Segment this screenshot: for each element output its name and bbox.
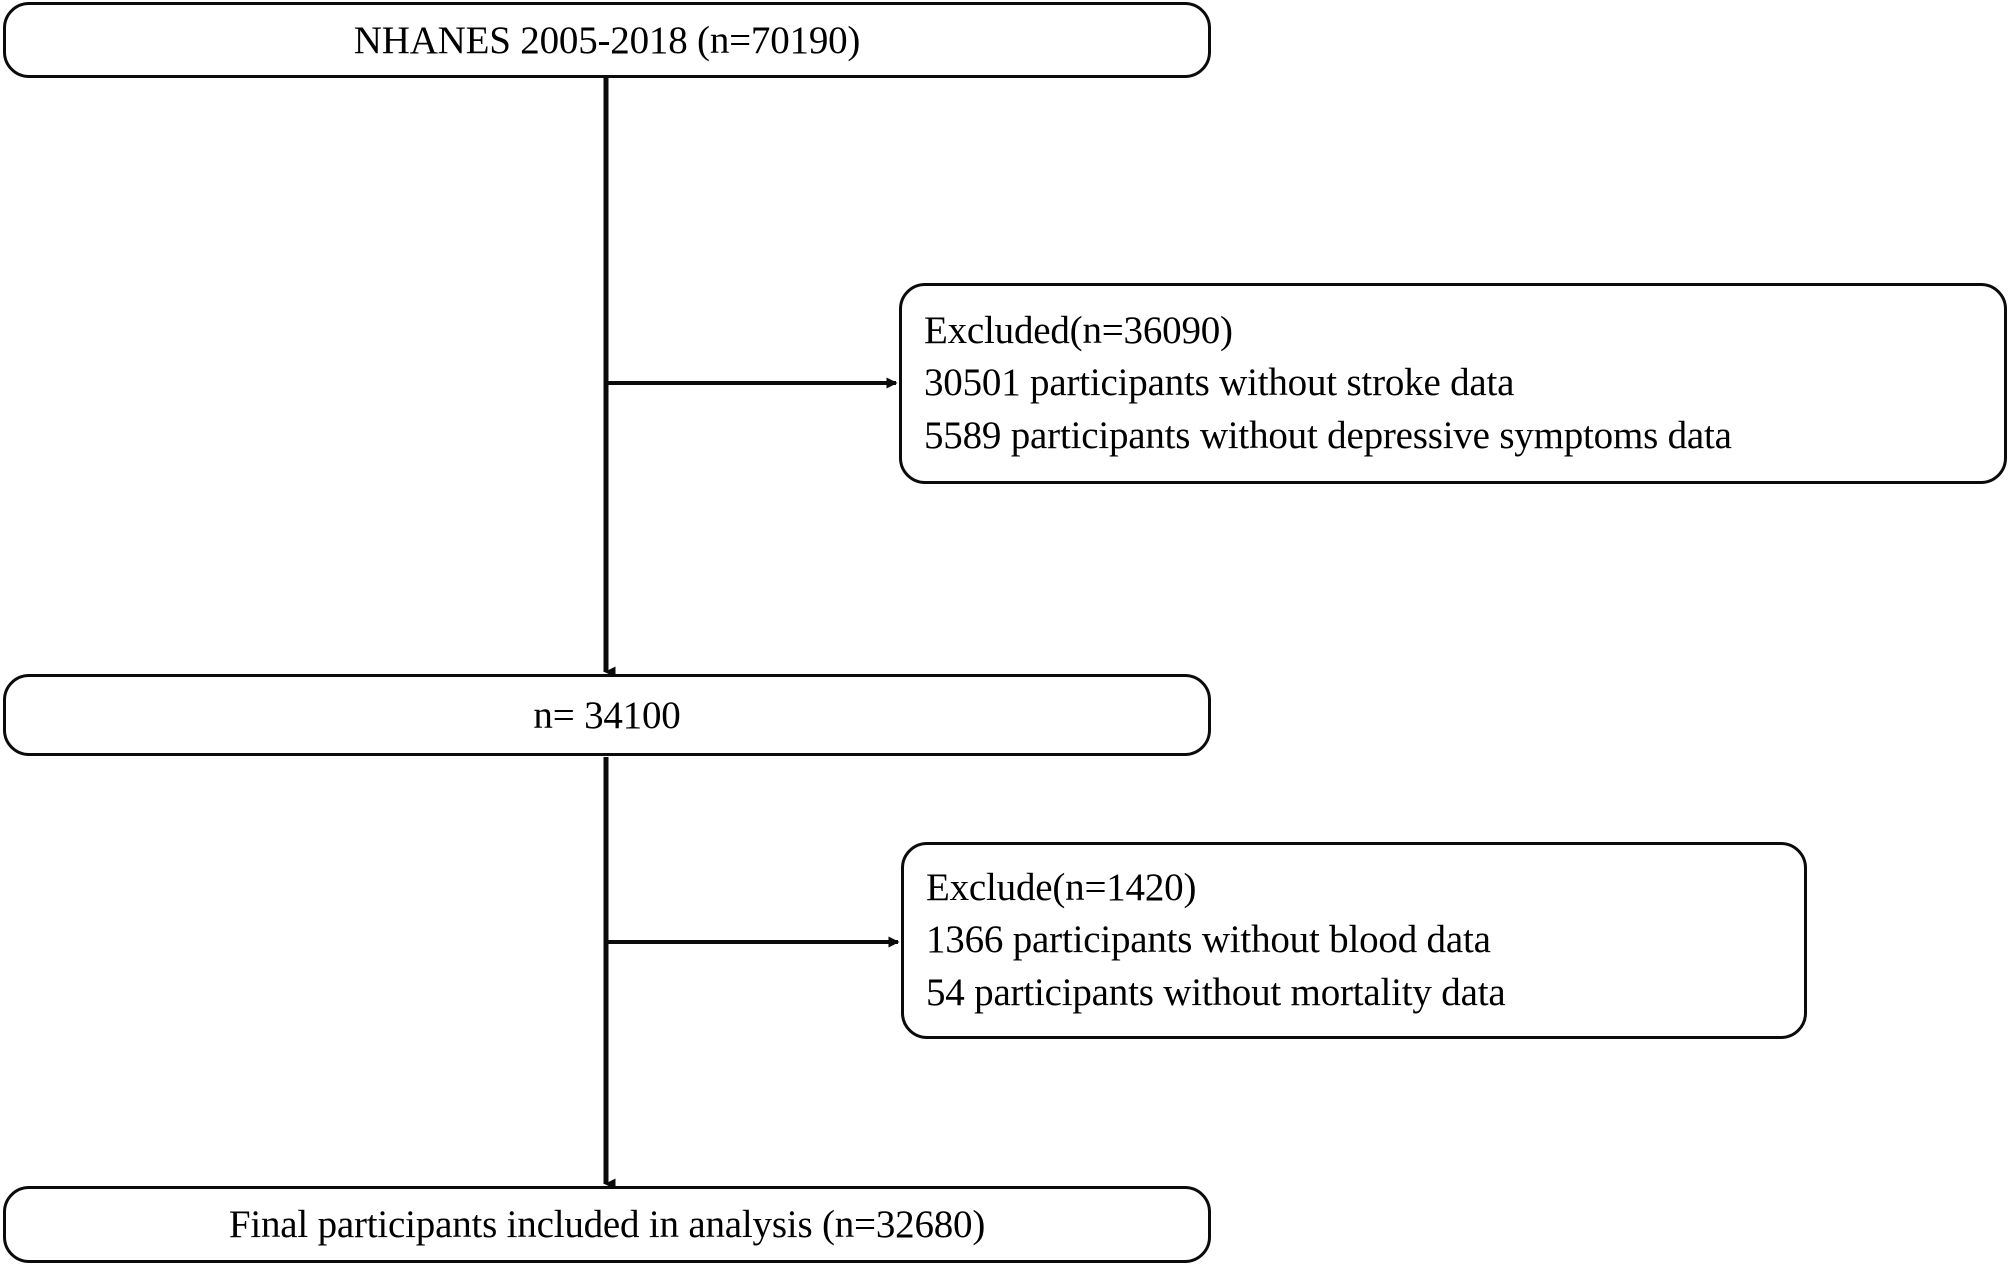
node-source-cohort: NHANES 2005-2018 (n=70190)	[3, 2, 1211, 78]
excluded-second-reason-2: 54 participants without mortality data	[926, 970, 1506, 1014]
node-source-label: NHANES 2005-2018 (n=70190)	[353, 18, 861, 62]
excluded-second-reason-1: 1366 participants without blood data	[926, 918, 1491, 962]
node-final-label: Final participants included in analysis …	[228, 1203, 986, 1246]
node-excluded-first: Excluded(n=36090) 30501 participants wit…	[899, 283, 2007, 484]
node-intermediate-label: n= 34100	[533, 693, 681, 737]
node-excluded-second: Exclude(n=1420) 1366 participants withou…	[901, 842, 1807, 1039]
excluded-first-heading: Excluded(n=36090)	[924, 309, 1233, 353]
node-final-sample: Final participants included in analysis …	[3, 1186, 1211, 1263]
excluded-second-heading: Exclude(n=1420)	[926, 866, 1197, 910]
excluded-first-reason-2: 5589 participants without depressive sym…	[924, 413, 1732, 457]
excluded-first-reason-1: 30501 participants without stroke data	[924, 361, 1515, 405]
node-intermediate-count: n= 34100	[3, 674, 1211, 756]
